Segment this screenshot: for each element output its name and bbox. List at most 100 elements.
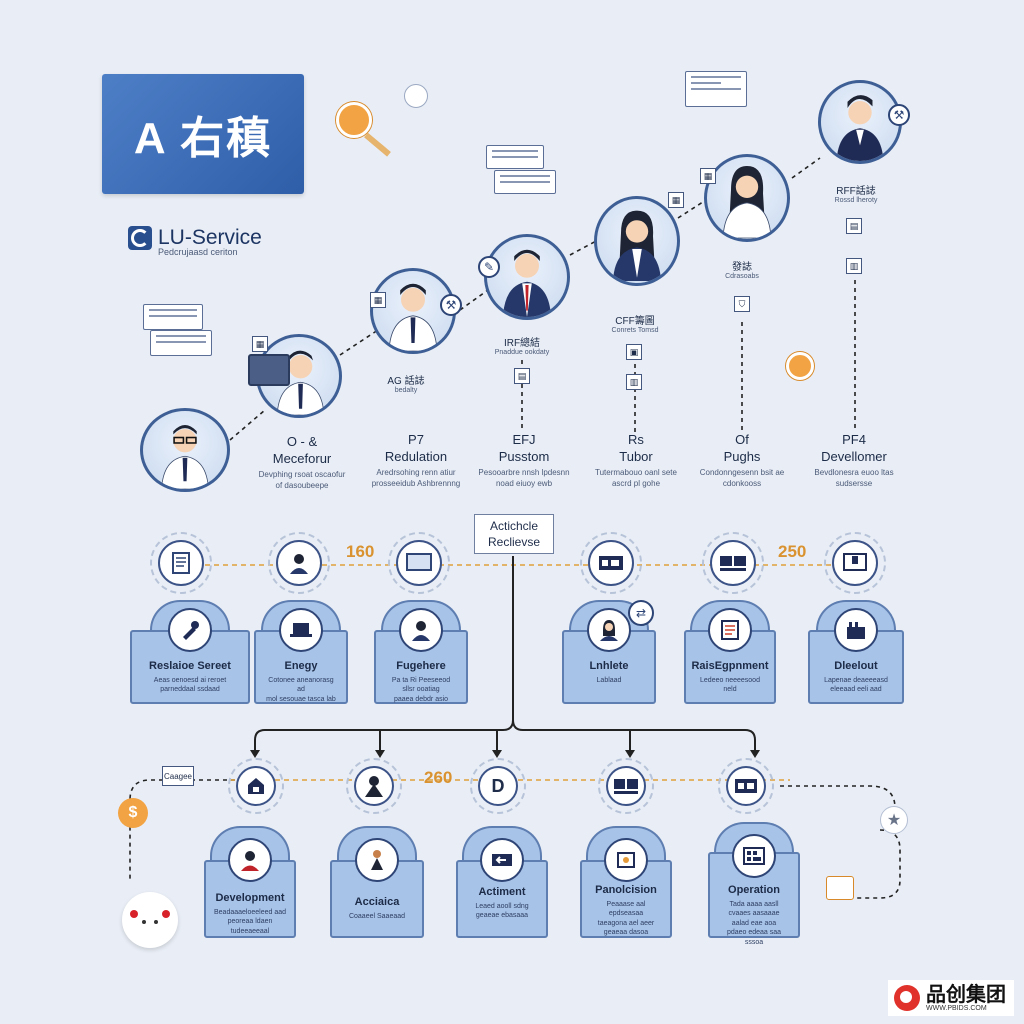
tool-icon: [168, 608, 212, 652]
card-desc: Lablaad: [596, 677, 622, 684]
ring-node: [718, 758, 774, 814]
store-icon: [726, 766, 766, 806]
agent-icon: [354, 766, 394, 806]
stage-title: Tubor: [619, 449, 653, 464]
magnifier-icon: [336, 102, 372, 138]
stage-code: O - &: [286, 434, 318, 449]
center-node: Actichcle Reclievse: [474, 514, 554, 554]
card-desc: Beadaaaeloeeleed aad peoreaa ldaen tudee…: [214, 909, 287, 935]
card-desc: Leaed aooll sdng geaeae ebasaaa: [475, 903, 529, 920]
brand-logo-text: A 右稹: [133, 114, 273, 163]
card-dleelout: Dleelout Lapenae deaeeeasd eleeaad eeli …: [808, 600, 904, 704]
ring-node: [268, 532, 330, 594]
wrench-icon: ⚒: [440, 294, 462, 316]
stage-desc: Devphing rsoat oscaofur of dasoubeepe: [258, 470, 346, 490]
persona-sub: bedalty: [394, 387, 418, 394]
brand-logo: A 右稹: [102, 74, 304, 194]
metric-number: 160: [346, 542, 375, 561]
computers-icon: [606, 766, 646, 806]
service-brand: LU-Service: [128, 226, 262, 250]
ring-node: [150, 532, 212, 594]
person-avatar: [818, 80, 902, 164]
briefcase-icon: [832, 540, 878, 586]
stage-code: Of: [735, 432, 749, 447]
persona-label: 發誌 Cdrasoabs: [692, 258, 792, 280]
service-subtitle: Pedcrujaasd ceriton: [158, 247, 238, 257]
watermark-logo-icon: [894, 985, 920, 1011]
card-desc: Coaaeel Saaeaad: [348, 913, 406, 920]
star-icon: ★: [880, 806, 908, 834]
stage-item: PF4 Devellomer Bevdlonesra euoo ltas sud…: [794, 432, 914, 490]
monitor-icon: [396, 540, 442, 586]
card-title: Development: [215, 892, 285, 904]
doc-icon: ▤: [514, 368, 530, 384]
chart-icon: ▦: [370, 292, 386, 308]
dashboard-icon: [732, 834, 776, 878]
card-operation: Operation Tada aaaa aasll cvaaes aasaaae…: [708, 822, 800, 946]
house-icon: [236, 766, 276, 806]
persona-sub: Conrets Tomsd: [611, 327, 659, 334]
person-avatar: [484, 234, 570, 320]
card-actiment: Actiment Leaed aooll sdng geaeae ebasaaa: [456, 826, 548, 938]
factory-icon: [834, 608, 878, 652]
pen-icon: ✎: [478, 256, 500, 278]
card-development: Development Beadaaaeloeeleed aad peoreaa…: [204, 826, 296, 938]
ring-node: [702, 532, 764, 594]
stage-desc: Condonngesenn bsit ae cdonkooss: [699, 468, 785, 488]
persona-label: CFF籌圖 Conrets Tomsd: [585, 312, 685, 334]
metric-number: 250: [778, 542, 807, 561]
stage-item: Of Pughs Condonngesenn bsit ae cdonkooss: [682, 432, 802, 490]
card-title: Enegy: [284, 660, 318, 672]
ring-node: [580, 532, 642, 594]
ring-node: [824, 532, 886, 594]
center-line2: Reclievse: [487, 535, 541, 549]
swap-icon: ⇄: [628, 600, 654, 626]
card-title: Lnhlete: [589, 660, 629, 672]
robot-mascot-icon: [122, 892, 178, 948]
tools-icon: ⚒: [888, 104, 910, 126]
stage-code: EFJ: [512, 432, 536, 447]
chart-icon: ▦: [668, 192, 684, 208]
stage-desc: Bevdlonesra euoo ltas sudsersse: [814, 468, 894, 488]
stage-item: EFJ Pusstom Pesooarbre nnsh lpdesnn noad…: [464, 432, 584, 490]
watermark-url: WWW.PBIDS.COM: [926, 1004, 987, 1012]
stage-item: Rs Tubor Tutermabouo oanl sete ascrd pl …: [576, 432, 696, 490]
card-desc: Tada aaaa aasll cvaaes aasaaae aalad eae…: [726, 901, 782, 946]
stage-desc: Aredrsohing renn atiur prosseeidub Ashbr…: [371, 468, 461, 488]
d-letter-icon: D: [478, 766, 518, 806]
stage-title: Meceforur: [272, 451, 332, 466]
service-name: LU-Service: [158, 226, 262, 249]
doc-icon: ▤: [846, 218, 862, 234]
chart-icon: ▥: [626, 374, 642, 390]
card-energy: Enegy Cotonee aneanorasg ad mol sesouae …: [254, 600, 348, 704]
center-line1: Actichcle: [489, 519, 539, 533]
person-icon: [587, 608, 631, 652]
persona-code: AG 話誌: [387, 376, 425, 387]
card-panolcision: Panolcision Peaaase aal epdseasaa taeago…: [580, 826, 672, 938]
card-desc: Ledeeo neeeesood neld: [700, 677, 760, 694]
arrow-left-icon: [480, 838, 524, 882]
person-avatar: [140, 408, 230, 492]
watermark-badge: 品创集团 WWW.PBIDS.COM: [888, 980, 1014, 1016]
stage-code: P7: [408, 432, 424, 447]
stage-title: Devellomer: [821, 449, 887, 464]
ring-node: D: [470, 758, 526, 814]
card-title: Panolcision: [595, 884, 657, 896]
document-icon: [494, 170, 556, 194]
document-icon: [143, 304, 203, 330]
persona-label: IRF總結 Pnaddue ookdaty: [472, 334, 572, 356]
person-avatar: [594, 196, 680, 286]
magnifier-handle-icon: [364, 132, 391, 157]
stage-item: P7 Redulation Aredrsohing renn atiur pro…: [356, 432, 476, 490]
persona-sub: Rossd lheroty: [834, 197, 878, 204]
ring-node: [598, 758, 654, 814]
document-icon: [685, 71, 747, 107]
chart-icon: ▦: [252, 336, 268, 352]
computers-icon: [710, 540, 756, 586]
card-future: Fugehere Pa ta Ri Peeseeod sllsr ooatiag…: [374, 600, 468, 704]
card-desc: Peaaase aal epdseasaa taeagona ael aeer …: [597, 901, 655, 937]
laptop-icon: [279, 608, 323, 652]
stage-title: Pusstom: [498, 449, 550, 464]
person-avatar: [704, 154, 790, 242]
settings-icon: [604, 838, 648, 882]
